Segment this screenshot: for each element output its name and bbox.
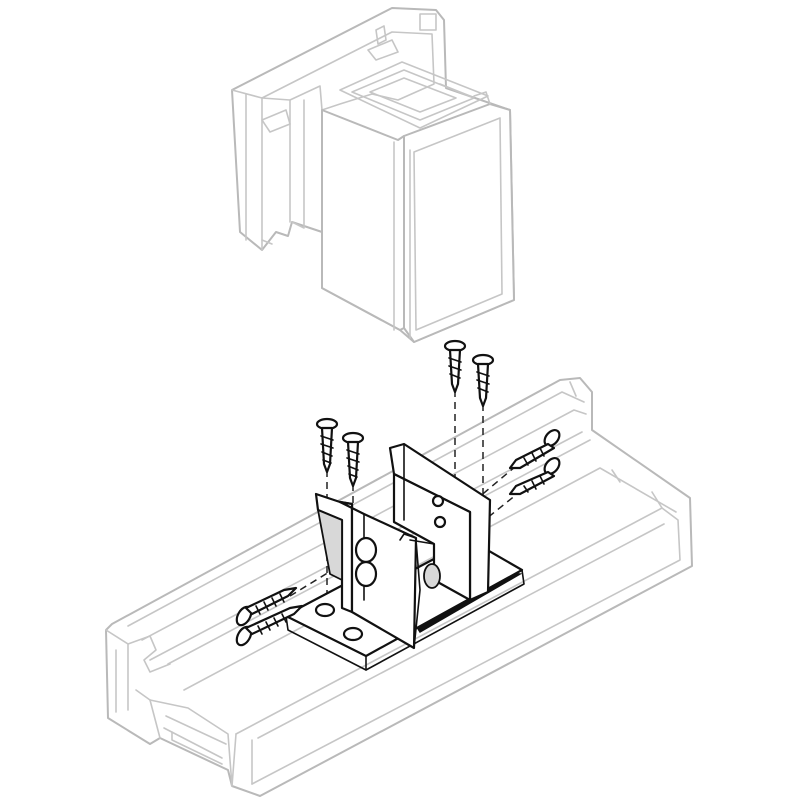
screws-horizontal	[235, 429, 561, 647]
upright-hole-2	[354, 560, 378, 588]
upright-hole-1	[354, 536, 378, 564]
connector-bracket	[284, 442, 525, 671]
screw-vertical-1	[315, 417, 339, 474]
screw-horizontal-4	[235, 604, 304, 647]
screw-horizontal-1	[508, 429, 561, 470]
mullion-profile	[231, 7, 515, 343]
base-hole-2	[342, 626, 364, 642]
upright-hole-3	[431, 494, 445, 508]
screw-horizontal-3	[235, 586, 298, 627]
base-hole-1	[314, 602, 336, 618]
screw-vertical-2	[341, 431, 365, 488]
screw-vertical-3	[443, 339, 467, 394]
upright-hole-4	[433, 515, 447, 529]
screw-vertical-4	[471, 353, 495, 408]
bracket-lug	[423, 563, 441, 589]
screw-horizontal-2	[508, 457, 561, 496]
screws-vertical	[315, 339, 495, 488]
